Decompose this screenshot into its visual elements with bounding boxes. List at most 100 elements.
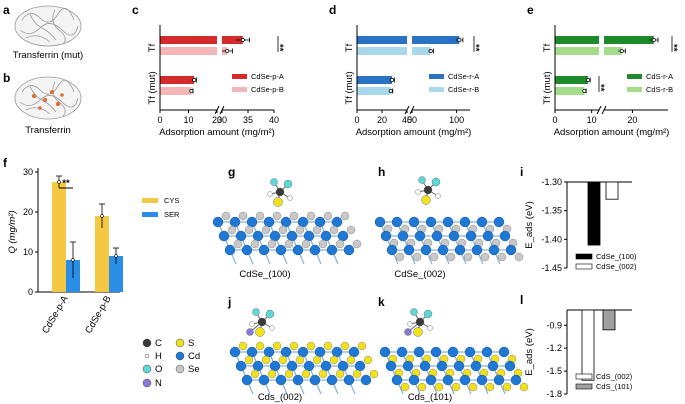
category-label: Tf (mut) (147, 71, 158, 104)
cd-atom (442, 216, 454, 228)
atom-legend-label: Se (188, 364, 200, 375)
cd-atom (498, 346, 510, 358)
anion-atom (255, 211, 265, 221)
panel-j-letter: j (227, 295, 231, 309)
x-tick-label: 40 (269, 115, 279, 125)
hydrogen-atom-icon (144, 353, 150, 359)
data-point (71, 258, 75, 262)
cd-atom (235, 360, 247, 372)
panel-h: h CdSe_(002) (374, 165, 524, 280)
anion-atom (238, 341, 248, 351)
cd-atom (320, 360, 332, 372)
cd-atom (436, 360, 448, 372)
cd-atom (297, 346, 309, 358)
significance-label: ** (274, 44, 285, 52)
cd-atom (235, 230, 247, 242)
data-point (390, 78, 394, 82)
anion-atom (329, 225, 339, 235)
cdse-002-slab-model (374, 176, 524, 265)
panel-b-caption: Transferrin (25, 125, 71, 136)
cd-atom (258, 244, 270, 256)
protein-structure-wild (14, 76, 82, 120)
cd-atom (471, 244, 483, 256)
legend-swatch (575, 263, 593, 270)
cd-atom (241, 244, 253, 256)
cd-atom (459, 374, 471, 386)
legend-swatch (575, 383, 593, 390)
anion-atom (363, 355, 373, 365)
anion-atom (312, 355, 322, 365)
panel-i-letter: i (520, 165, 523, 179)
panel-k: k Cds_(101) (378, 295, 529, 403)
anion-atom (306, 211, 316, 221)
cd-atom (510, 374, 522, 386)
cd-atom (385, 360, 397, 372)
bar-CdS_(002) (581, 309, 595, 381)
cd-atom (297, 216, 309, 228)
molecule-atom (415, 189, 421, 195)
x-tick-label: CdSe-p-A (40, 293, 71, 335)
molecule-atom (252, 308, 260, 316)
cd-atom (374, 216, 386, 228)
x-tick-label: 30 (217, 115, 227, 125)
anion-atom (352, 369, 362, 379)
cd-atom (218, 230, 230, 242)
x-tick-label: 20 (377, 115, 387, 125)
y-axis-label: E_ads (eV) (524, 201, 535, 249)
legend-swatch (575, 373, 593, 380)
legend-swatch (627, 74, 642, 79)
panel-b-letter: b (3, 71, 10, 85)
molecule-atom (275, 187, 285, 197)
anion-atom (255, 341, 265, 351)
cd-atom (431, 230, 443, 242)
molecule-atom (246, 328, 254, 336)
anion-atom (323, 211, 333, 221)
cd-atom (482, 230, 494, 242)
bar-CdS-r-B-Tf-upper (604, 47, 622, 55)
category-label: Tf (147, 43, 158, 52)
cd-atom (320, 230, 332, 242)
anion-atom (278, 225, 288, 235)
chart-i: i-1.30-1.35-1.40-1.45E_ads (eV)CdSe_(100… (520, 165, 637, 273)
bar-CdSe_(100) (587, 181, 601, 246)
cd-atom (280, 346, 292, 358)
data-point (428, 49, 433, 53)
y-tick-label: -1.45 (541, 263, 562, 273)
molecule-atom (273, 197, 283, 207)
x-tick-label: 0 (157, 115, 162, 125)
legend-label: CdSe_(002) (596, 262, 637, 271)
anion-atom (480, 252, 490, 262)
cd-atom (414, 230, 426, 242)
cd-atom (464, 346, 476, 358)
anion-atom (485, 382, 495, 392)
bar-CdSe_(002) (605, 181, 619, 200)
panel-g-letter: g (228, 165, 235, 179)
molecule-atom (249, 321, 255, 327)
data-point (651, 38, 656, 42)
anion-atom (429, 252, 439, 262)
y-tick-label: 30 (23, 167, 33, 177)
anion-atom (272, 341, 282, 351)
anion-atom (497, 252, 507, 262)
anion-atom (278, 355, 288, 365)
cd-atom (408, 216, 420, 228)
cd-atom (337, 360, 349, 372)
selenium-atom-icon (175, 364, 185, 374)
cd-atom (403, 244, 415, 256)
cd-atom (487, 360, 499, 372)
bar-CdSe-r-A-Tf (357, 36, 407, 44)
cd-atom (425, 374, 437, 386)
cd-atom (229, 216, 241, 228)
y-axis-label: Q (mg/m²) (7, 210, 18, 253)
panel-g-caption: CdSe_(100) (239, 269, 290, 280)
panel-a: a Transferrin (mut) (3, 3, 83, 61)
anion-atom (272, 211, 282, 221)
data-point (457, 38, 462, 42)
cd-atom (379, 346, 391, 358)
molecule-atom (415, 317, 425, 327)
cd-atom (326, 244, 338, 256)
legend-label: SER (164, 210, 180, 219)
cd-atom (258, 374, 270, 386)
cd-atom (505, 244, 517, 256)
